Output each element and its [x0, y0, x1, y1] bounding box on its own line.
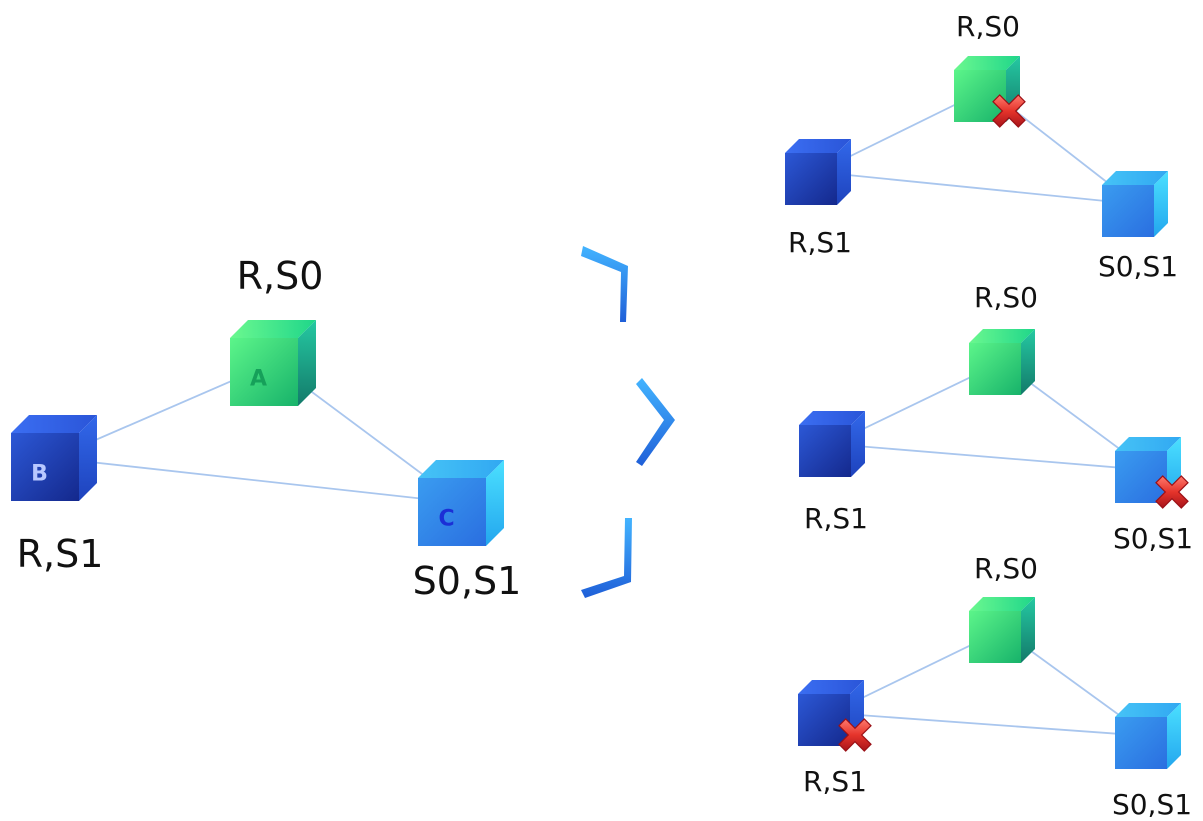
scenario-3-node-c-cube-front-face: [1115, 717, 1167, 769]
node-a-label: R,S0: [237, 254, 324, 298]
scenario-2-link-b-c: [831, 443, 1149, 471]
scenario-1-x-mark-icon: [992, 94, 1026, 128]
scenario-3-x-mark-icon: [838, 718, 872, 752]
chevron-bottom-icon: [581, 518, 632, 598]
scenario-2-node-a-cube-front-face: [969, 343, 1021, 395]
scenario-3-node-c-label: S0,S1: [1112, 788, 1192, 821]
scenario-2-node-b-cube-top-face: [799, 411, 865, 425]
chevron-right-icon: [636, 378, 675, 466]
node-a-cube-front-face: [230, 338, 298, 406]
scenario-1-link-b-c: [817, 171, 1136, 205]
node-b-cube-letter: B: [31, 462, 48, 487]
scenario-2-node-b-cube-front-face: [799, 425, 851, 477]
scenario-1-node-c-cube: [1102, 171, 1168, 237]
scenario-3-node-b-cube-front-face: [798, 694, 850, 746]
scenario-3-node-a-cube: [969, 597, 1035, 663]
scenario-2-node-a-cube-side-face: [1021, 329, 1035, 395]
node-b-label: R,S1: [17, 532, 104, 576]
scenario-2-node-c-cube-front-face: [1115, 451, 1167, 503]
scenario-1-node-a-cube-top-face: [954, 56, 1020, 70]
node-c-cube-letter: C: [438, 507, 454, 532]
scenario-2-labels: R,S0 R,S1 S0,S1: [804, 281, 1193, 555]
scenario-3-x-mark-icon-shape: [838, 718, 872, 752]
scenario-2-node-c-label: S0,S1: [1113, 522, 1193, 555]
scenario-1-node-b-cube-front-face: [785, 153, 837, 205]
node-c-cube-side-face: [486, 460, 504, 546]
scenario-2-node-a-label: R,S0: [974, 281, 1038, 314]
link-b-c: [53, 457, 462, 504]
scenario-3-node-a-cube-front-face: [969, 611, 1021, 663]
chevron-group: [581, 246, 675, 598]
node-b-cube-front-face: [11, 433, 79, 501]
scenario-2-node-a-cube-top-face: [969, 329, 1035, 343]
scenario-1-node-b-cube-top-face: [785, 139, 851, 153]
scenario-1-labels: R,S0 R,S1 S0,S1: [788, 10, 1178, 283]
node-b-cube-side-face: [79, 415, 97, 501]
scenario-1-node-c-cube-front-face: [1102, 185, 1154, 237]
scenario-1-node-c-label: S0,S1: [1098, 250, 1178, 283]
node-a-cube-top-face: [230, 320, 316, 338]
scenario-1-node-c-cube-side-face: [1154, 171, 1168, 237]
scenario-1-node-a-cube-front-face: [954, 70, 1006, 122]
scenario-3-node-a-cube-side-face: [1021, 597, 1035, 663]
node-c-cube-front-face: [418, 478, 486, 546]
chevron-top-icon: [581, 246, 628, 322]
scenario-1-node-c-cube-top-face: [1102, 171, 1168, 185]
node-b-cube-top-face: [11, 415, 97, 433]
scenario-2-node-b-cube-side-face: [851, 411, 865, 477]
scenario-3-node-b-label: R,S1: [803, 765, 867, 798]
scenario-3-node-c-cube: [1115, 703, 1181, 769]
scenario-3-node-c-cube-top-face: [1115, 703, 1181, 717]
node-a-cube-letter: A: [250, 367, 267, 392]
node-c-label: S0,S1: [413, 559, 522, 603]
node-a-cube: A: [230, 320, 316, 406]
scenario-2-node-c-cube-top-face: [1115, 437, 1181, 451]
node-c-cube-top-face: [418, 460, 504, 478]
scenario-1-node-b-label: R,S1: [788, 226, 852, 259]
scenario-3-labels: R,S0 R,S1 S0,S1: [803, 552, 1192, 821]
scenario-2-x-mark-icon-shape: [1155, 475, 1189, 509]
node-a-cube-side-face: [298, 320, 316, 406]
nodes-layer: A B C: [11, 56, 1189, 769]
scenario-1-node-a-cube: [954, 56, 1020, 122]
scenario-2-node-a-cube: [969, 329, 1035, 395]
scenario-3-node-c-cube-side-face: [1167, 703, 1181, 769]
scenario-1-x-mark-icon-shape: [992, 94, 1026, 128]
scenario-3-link-b-c: [830, 712, 1149, 737]
scenario-1-node-b-cube-side-face: [837, 139, 851, 205]
scenario-2-x-mark-icon: [1155, 475, 1189, 509]
scenario-2-node-b-label: R,S1: [804, 502, 868, 535]
node-c-cube: C: [418, 460, 504, 546]
node-b-cube: B: [11, 415, 97, 501]
scenario-3-node-b-cube-top-face: [798, 680, 864, 694]
scenario-3-node-a-label: R,S0: [974, 552, 1038, 585]
scenario-1-node-b-cube: [785, 139, 851, 205]
scenario-3-node-a-cube-top-face: [969, 597, 1035, 611]
scenario-1-node-a-label: R,S0: [956, 10, 1020, 43]
scenario-2-node-b-cube: [799, 411, 865, 477]
main-diagram-labels: R,S0 R,S1 S0,S1: [17, 254, 522, 603]
